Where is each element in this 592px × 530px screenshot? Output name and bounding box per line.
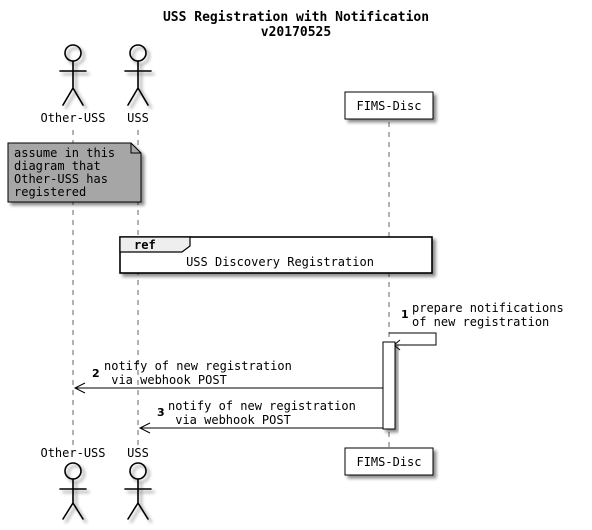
actor-figure-other-uss-top <box>59 44 87 106</box>
message-2: 2 notify of new registration via webhook… <box>0 0 383 394</box>
message-2-label: notify of new registration via webhook P… <box>0 0 342 387</box>
diagram-version: v20170525 <box>261 25 331 40</box>
actor-figure-other-uss-bottom <box>59 462 87 520</box>
message-3-line: notify of new registration <box>168 399 356 413</box>
participant-other-uss-top: Other-USS <box>40 111 105 125</box>
participant-fims-disc-bottom: FIMS-Disc <box>356 455 421 469</box>
note-line: assume in this <box>14 146 115 160</box>
participant-uss-top: USS <box>127 111 149 125</box>
message-2-line: notify of new registration <box>104 359 292 373</box>
participant-uss-bottom: USS <box>127 446 149 460</box>
actor-figure-uss-top <box>124 44 152 106</box>
message-2-number: 2 <box>92 367 100 380</box>
ref-label: USS Discovery Registration <box>186 255 374 269</box>
activation-bar-fims-disc <box>382 341 396 430</box>
ref-tag: ref <box>134 238 156 252</box>
actor-figure-uss-bottom <box>124 462 152 520</box>
message-1-number: 1 <box>401 308 409 321</box>
message-3-number: 3 <box>157 406 165 419</box>
message-3: 3 notify of new registration via webhook… <box>138 399 383 434</box>
message-1-line: of new registration <box>412 315 549 329</box>
note-line: diagram that <box>14 159 101 173</box>
message-1-label: prepare notifications of new registratio… <box>412 301 571 329</box>
note-text: assume in this diagram that Other-USS ha… <box>14 146 122 199</box>
ref-frame: ref USS Discovery Registration <box>119 236 433 274</box>
message-1-line: prepare notifications <box>412 301 564 315</box>
message-3-label: notify of new registration via webhook P… <box>168 399 356 427</box>
note: assume in this diagram that Other-USS ha… <box>7 142 142 203</box>
message-2-line: via webhook POST <box>104 373 227 387</box>
message-3-line: via webhook POST <box>168 413 291 427</box>
diagram-title: USS Registration with Notification <box>163 10 429 25</box>
note-line: Other-USS has <box>14 172 108 186</box>
participant-fims-disc-top: FIMS-Disc <box>356 99 421 113</box>
participant-box-fims-disc-bottom <box>344 447 434 476</box>
participant-other-uss-bottom: Other-USS <box>40 446 105 460</box>
participant-box-fims-disc-top <box>344 91 434 120</box>
message-1: 1 prepare notifications of new registrat… <box>389 301 571 351</box>
note-line: registered <box>14 185 86 199</box>
